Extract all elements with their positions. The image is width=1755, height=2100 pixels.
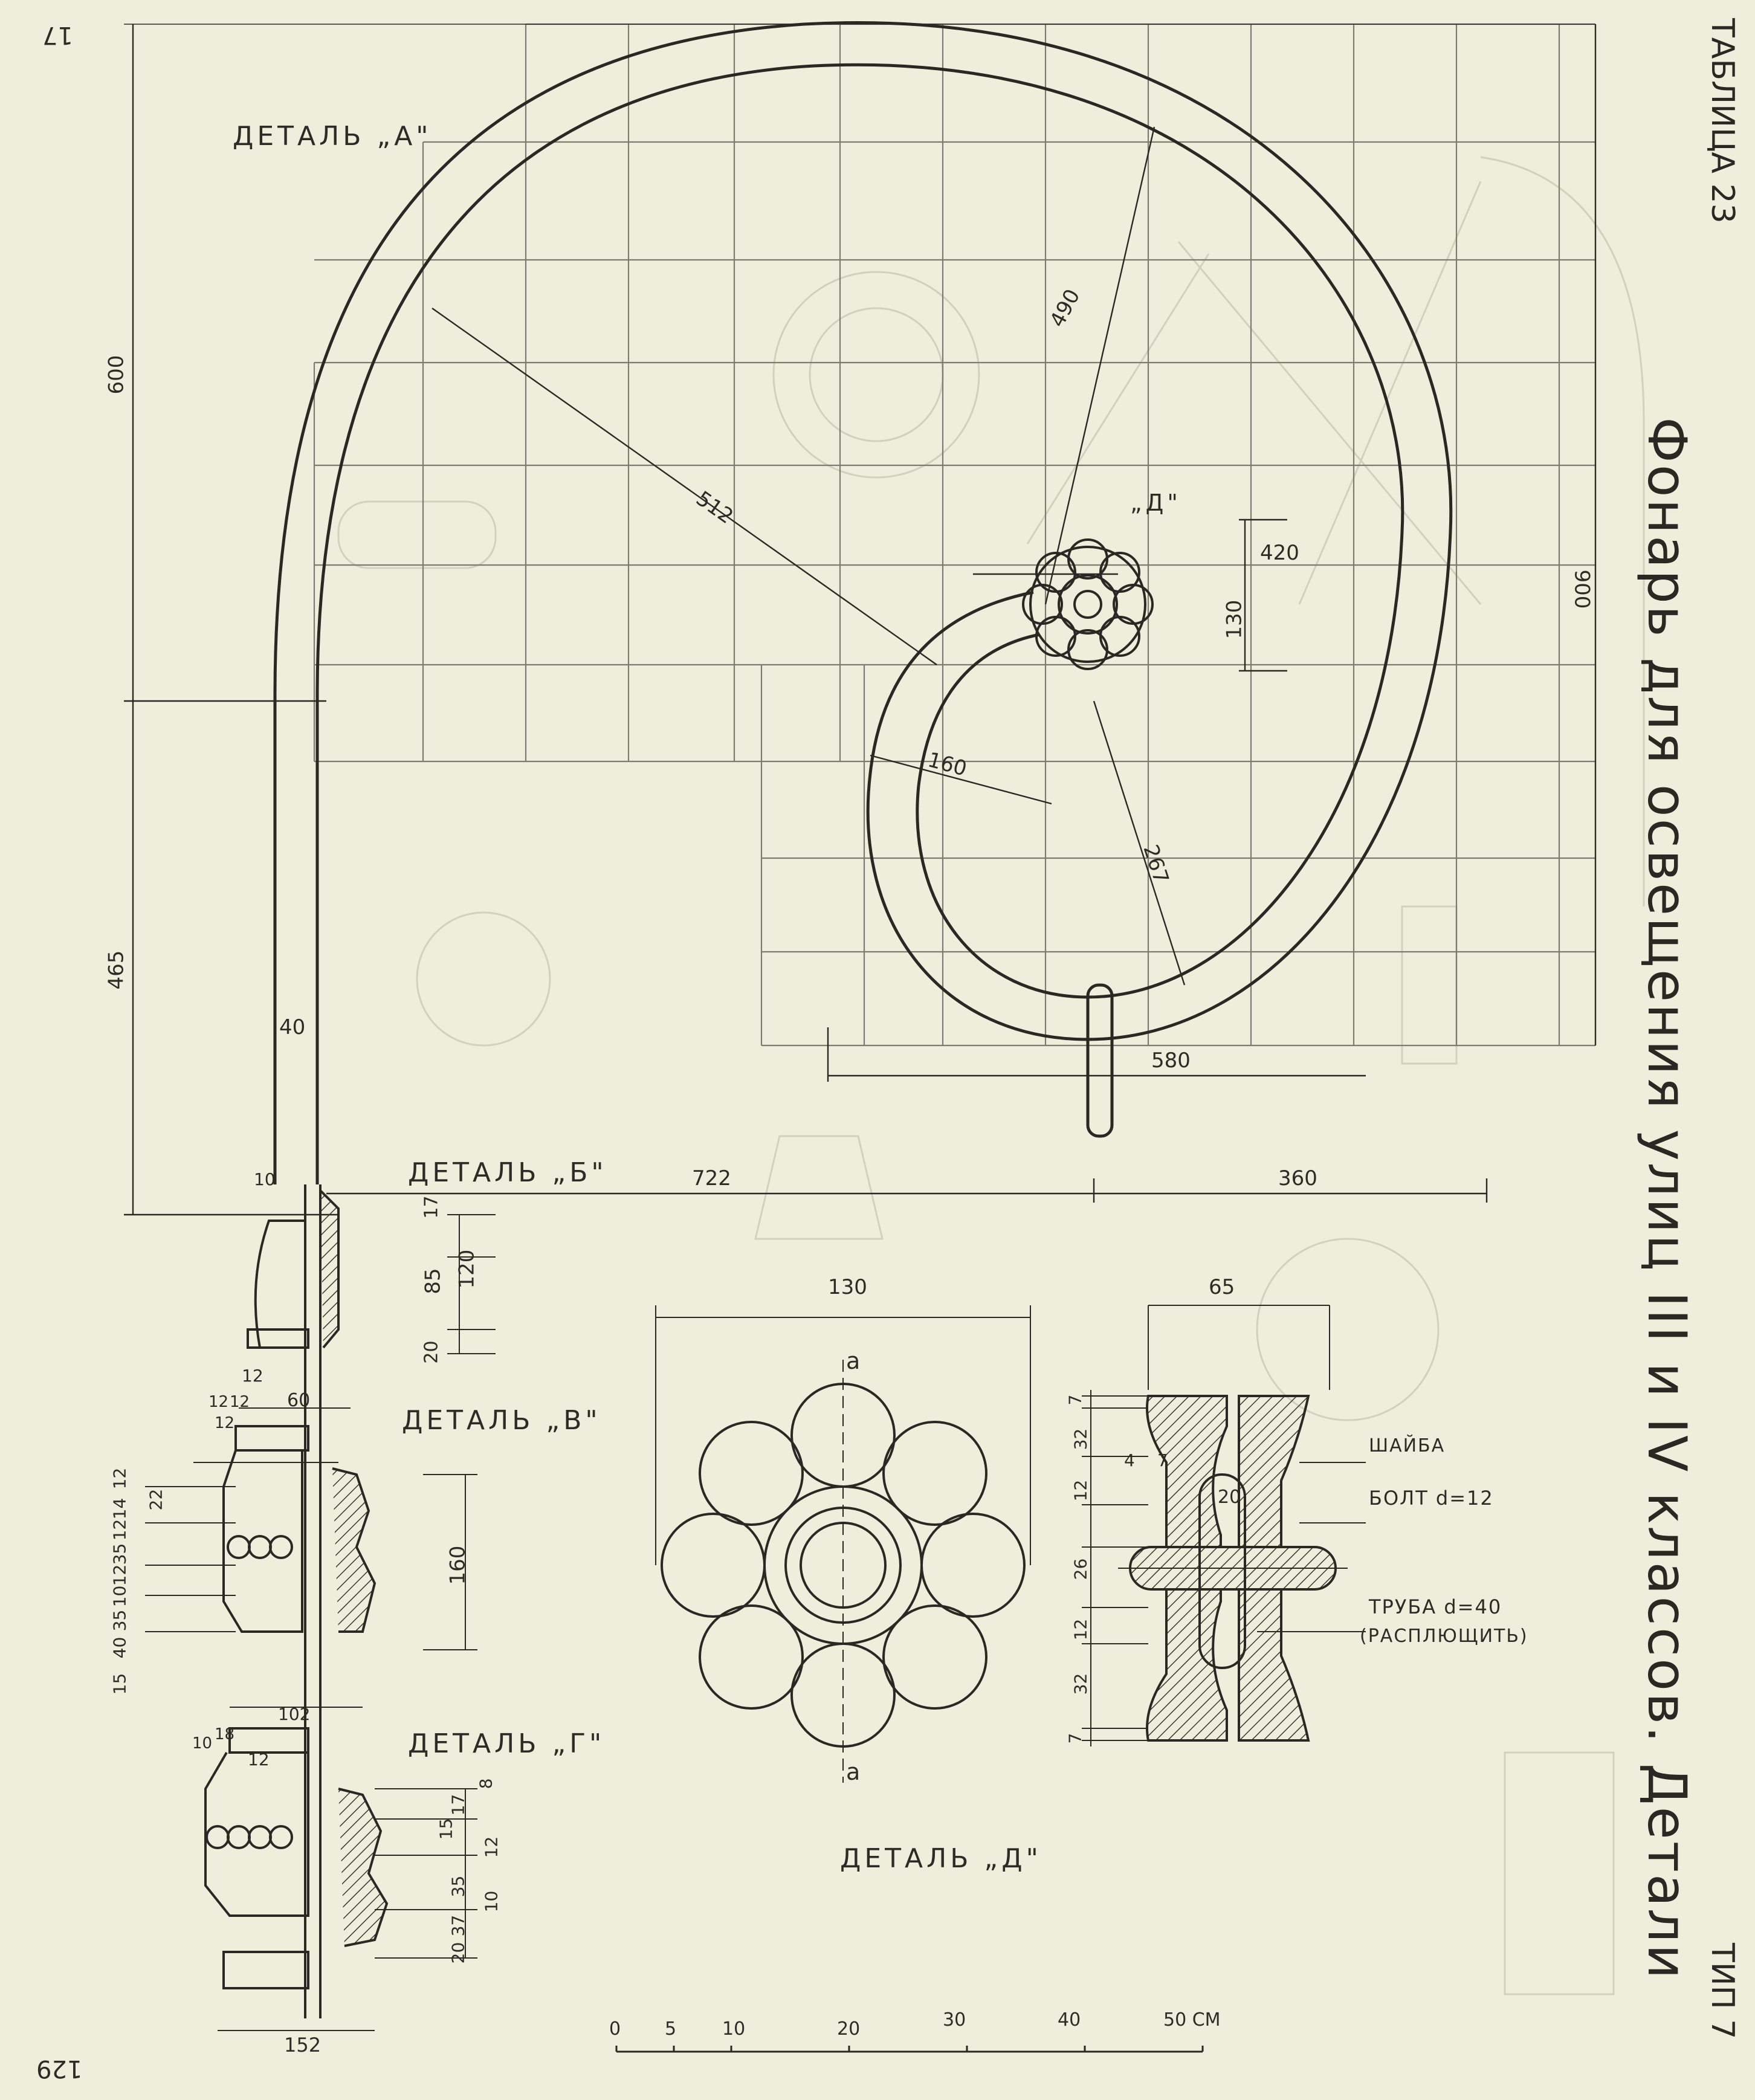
scale-tick-30: 30 xyxy=(943,2009,966,2031)
scale-tick-0: 0 xyxy=(609,2018,621,2040)
dim-900: 900 xyxy=(1569,569,1594,609)
type-label: ТИП 7 xyxy=(1704,1943,1740,2040)
dim-v-12: 12 xyxy=(109,1467,130,1490)
dim-b-12: 12 xyxy=(242,1366,263,1386)
section-mark-a-bottom: a xyxy=(846,1759,861,1785)
dim-g-17: 17 xyxy=(448,1794,468,1816)
dim-d-7c: 7 xyxy=(1065,1733,1085,1744)
dim-g-102: 102 xyxy=(278,1704,311,1724)
dim-b-85: 85 xyxy=(421,1268,445,1294)
dim-v-40: 40 xyxy=(109,1636,130,1659)
dim-d-4: 4 xyxy=(1124,1450,1135,1470)
dim-420: 420 xyxy=(1260,541,1299,565)
callout-washer: ШАЙБА xyxy=(1369,1435,1446,1456)
callout-bolt: БОЛТ d=12 xyxy=(1369,1487,1494,1510)
dim-v-12c: 12 xyxy=(215,1414,235,1432)
detail-b-label: ДЕТАЛЬ „Б" xyxy=(408,1157,607,1188)
dim-10: 10 xyxy=(254,1169,276,1189)
rosette-large xyxy=(655,1305,1031,1783)
dim-g-152: 152 xyxy=(284,2034,322,2056)
dim-d-7b: 7 xyxy=(1157,1450,1168,1470)
dim-600: 600 xyxy=(104,355,129,395)
dim-g-12b: 12 xyxy=(481,1836,502,1858)
callout-pipe: ТРУБА d=40 xyxy=(1369,1595,1502,1618)
dim-580: 580 xyxy=(1151,1048,1191,1073)
dim-v-35b: 35 xyxy=(109,1609,130,1632)
scale-tick-20: 20 xyxy=(837,2018,861,2040)
dim-g-20: 20 xyxy=(448,1942,468,1964)
dim-b-20: 20 xyxy=(421,1340,442,1364)
dim-g-35: 35 xyxy=(448,1875,468,1898)
detail-d-marker: „Д" xyxy=(1130,489,1181,516)
dim-b-17: 17 xyxy=(421,1195,442,1219)
dim-v-160: 160 xyxy=(445,1545,470,1585)
dim-v-12b: 12 xyxy=(230,1393,250,1411)
dim-d-130: 130 xyxy=(828,1275,867,1299)
detail-g-label: ДЕТАЛЬ „Г" xyxy=(408,1728,606,1759)
dim-b-60: 60 xyxy=(287,1390,311,1411)
dim-v-35: 35 xyxy=(109,1543,130,1565)
dim-v-22: 22 xyxy=(146,1488,166,1511)
dim-d-65: 65 xyxy=(1209,1275,1235,1299)
scale-end-label: 50 СМ xyxy=(1163,2009,1221,2031)
section-a-a xyxy=(1082,1305,1366,1746)
page-number-bottom: 129 xyxy=(36,2055,83,2082)
dim-g-10: 10 xyxy=(192,1734,213,1753)
dim-v-10: 10 xyxy=(109,1585,130,1607)
dim-v-15: 15 xyxy=(109,1673,130,1695)
dim-v-14: 14 xyxy=(109,1497,130,1520)
scale-tick-5: 5 xyxy=(665,2018,677,2040)
page-number-top: 17 xyxy=(42,21,73,49)
dim-b-120: 120 xyxy=(454,1249,479,1289)
dim-465: 465 xyxy=(104,950,129,990)
table-label: ТАБЛИЦА 23 xyxy=(1704,18,1740,224)
dim-v-12a: 12 xyxy=(208,1393,229,1411)
dim-g-18: 18 xyxy=(215,1725,235,1743)
dim-40: 40 xyxy=(279,1015,306,1039)
section-mark-a-top: a xyxy=(846,1348,861,1374)
dim-g-8: 8 xyxy=(476,1778,496,1789)
dim-d-32: 32 xyxy=(1070,1428,1091,1450)
dim-d-7: 7 xyxy=(1065,1394,1085,1406)
dim-g-10b: 10 xyxy=(481,1890,502,1913)
dim-130: 130 xyxy=(1222,599,1247,639)
scale-tick-10: 10 xyxy=(722,2018,746,2040)
dim-d-12b: 12 xyxy=(1070,1618,1091,1641)
dim-d-32b: 32 xyxy=(1070,1673,1091,1695)
dim-360: 360 xyxy=(1278,1166,1317,1191)
construction-grid xyxy=(313,23,1595,1047)
detail-a-label: ДЕТАЛЬ „А" xyxy=(233,121,432,152)
dim-g-12: 12 xyxy=(248,1749,270,1769)
dim-v-12e: 12 xyxy=(109,1564,130,1586)
scale-tick-40: 40 xyxy=(1058,2009,1081,2031)
rosette-small xyxy=(1022,538,1154,670)
detail-v-label: ДЕТАЛЬ „В" xyxy=(402,1405,601,1436)
dim-v-12d: 12 xyxy=(109,1519,130,1541)
dim-g-15: 15 xyxy=(436,1818,456,1840)
dim-722: 722 xyxy=(692,1166,731,1191)
main-title: Фонарь для освещения улиц III и IV класс… xyxy=(1636,417,1698,1981)
dim-d-12: 12 xyxy=(1070,1479,1091,1502)
main-dimension-lines xyxy=(124,24,1597,1216)
post-column xyxy=(204,1184,389,2018)
detail-d-label: ДЕТАЛЬ „Д" xyxy=(840,1843,1042,1874)
dim-g-37: 37 xyxy=(448,1914,468,1937)
column-dimension-lines xyxy=(145,1214,496,2031)
scale-bar xyxy=(615,2046,1204,2053)
lamp-arm xyxy=(273,21,1453,1184)
callout-pipe-note: (РАСПЛЮЩИТЬ) xyxy=(1360,1626,1528,1647)
dim-d-26: 26 xyxy=(1070,1558,1091,1580)
dim-d-20: 20 xyxy=(1218,1487,1241,1508)
